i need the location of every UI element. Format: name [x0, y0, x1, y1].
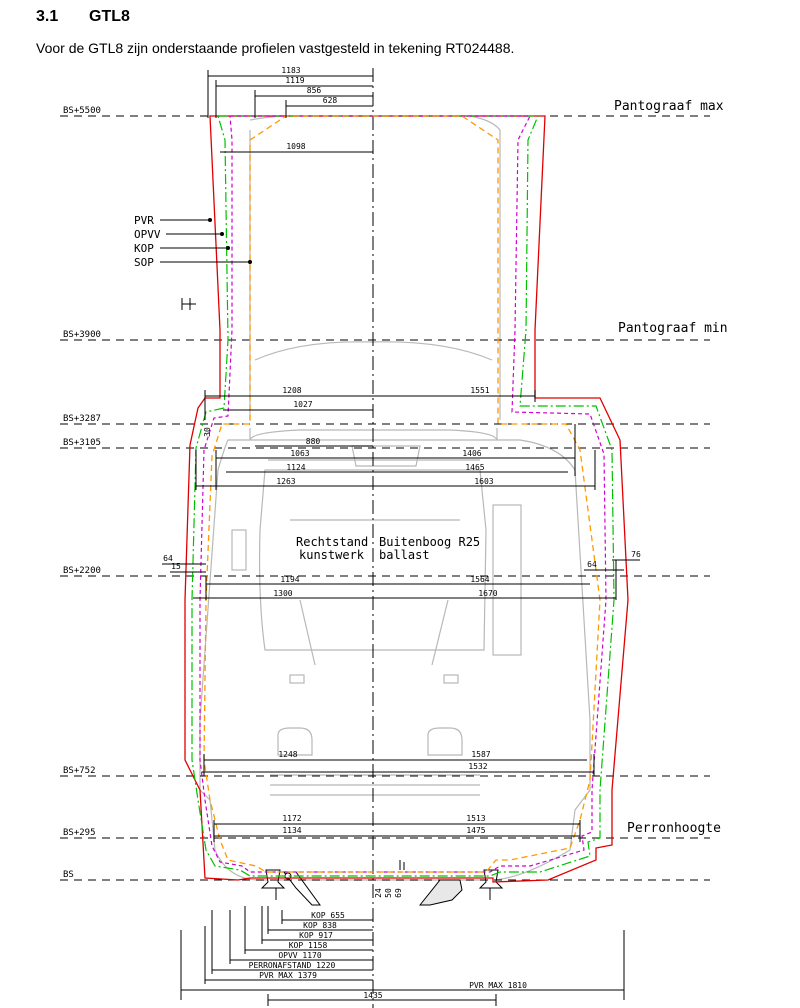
dim-label: KOP 917 [299, 931, 333, 940]
level-names: Pantograaf max Pantograaf min Perronhoog… [614, 99, 728, 836]
annotation: Buitenboog R25 [379, 535, 480, 549]
legend-item: PVR [134, 214, 154, 227]
level-label: BS+5500 [63, 106, 101, 116]
dim-label: 64 [163, 554, 173, 563]
dim-label: PERRONAFSTAND 1220 [249, 961, 336, 970]
dim-label: PVR MAX 1379 [259, 971, 317, 980]
dim-label: OPVV 1170 [278, 951, 322, 960]
dim-label: 1603 [474, 477, 493, 486]
dim-label: 1551 [470, 386, 489, 395]
dim-label: KOP 1158 [289, 941, 328, 950]
top-dimension-lines [207, 70, 373, 153]
legend-item: OPVV [134, 228, 161, 241]
gauge-profile-drawing: BS+5500 BS+3900 BS+3287 BS+3105 BS+2200 … [60, 66, 728, 1008]
level-labels: BS+5500 BS+3900 BS+3287 BS+3105 BS+2200 … [63, 106, 101, 880]
dim-label: 76 [631, 550, 641, 559]
dim-label: 628 [323, 96, 338, 105]
dim-label: 1465 [465, 463, 484, 472]
dimension-lines [162, 298, 640, 842]
dim-label: 1124 [286, 463, 305, 472]
bottom-dimension-lines [180, 906, 625, 1006]
level-label: BS+295 [63, 828, 96, 838]
top-dimensions: 1183 1119 856 628 1098 [281, 66, 337, 151]
dim-label: 1134 [282, 826, 301, 835]
level-label: BS+752 [63, 766, 96, 776]
dim-label: 1098 [286, 142, 305, 151]
dim-label: 1194 [280, 575, 299, 584]
level-name: Perronhoogte [627, 821, 721, 836]
annotation: ballast [379, 548, 430, 562]
legend-item: SOP [134, 256, 154, 269]
section-number: 3.1 [36, 8, 59, 25]
dim-label: KOP 655 [311, 911, 345, 920]
dim-label: 24 [374, 888, 383, 898]
legend-item: KOP [134, 242, 154, 255]
dim-label: 69 [394, 888, 403, 898]
dim-label: 1172 [282, 814, 301, 823]
legend: PVR OPVV KOP SOP [134, 214, 252, 269]
dim-label: 1406 [462, 449, 481, 458]
annotation: kunstwerk [299, 548, 365, 562]
level-label: BS+3287 [63, 414, 101, 424]
dim-label: 1063 [290, 449, 309, 458]
dim-label: 880 [306, 437, 321, 446]
level-label: BS+2200 [63, 566, 101, 576]
dim-label: 1587 [471, 750, 490, 759]
dim-label: 1670 [478, 589, 497, 598]
dim-label: 1183 [281, 66, 300, 75]
level-name: Pantograaf max [614, 99, 724, 114]
dim-label: 1027 [293, 400, 312, 409]
level-label: BS [63, 870, 74, 880]
dim-label: 1532 [468, 762, 487, 771]
dim-label: 1248 [278, 750, 297, 759]
kop-profile [199, 115, 607, 873]
dim-label: 1119 [285, 76, 304, 85]
dim-label: 1435 [363, 991, 382, 1000]
intro-text: Voor de GTL8 zijn onderstaande profielen… [36, 40, 515, 56]
dim-label: 1208 [282, 386, 301, 395]
annotation: Rechtstand [296, 535, 368, 549]
dim-label: 1300 [273, 589, 292, 598]
dim-label: 1475 [466, 826, 485, 835]
opvv-profile [191, 115, 615, 877]
section-title: GTL8 [89, 8, 130, 25]
level-name: Pantograaf min [618, 321, 728, 336]
dim-label: 50 [384, 888, 393, 898]
dim-label: KOP 838 [303, 921, 337, 930]
center-annotations: Rechtstand kunstwerk Buitenboog R25 ball… [296, 535, 480, 562]
dim-label: 15 [171, 562, 181, 571]
dim-label: 64 [587, 560, 597, 569]
dim-label: PVR MAX 1810 [469, 981, 527, 990]
dim-label: 30 [203, 427, 212, 437]
level-label: BS+3900 [63, 330, 101, 340]
dim-label: 1263 [276, 477, 295, 486]
level-label: BS+3105 [63, 438, 101, 448]
section-heading: 3.1 GTL8 [36, 8, 130, 26]
fastening-icon [399, 860, 405, 870]
pvr-profile [184, 115, 629, 883]
dim-label: 1513 [466, 814, 485, 823]
dim-label: 1564 [470, 575, 489, 584]
dim-label: 856 [307, 86, 322, 95]
bottom-dimensions: KOP 655 KOP 838 KOP 917 KOP 1158 OPVV 11… [249, 911, 527, 1000]
rails [260, 869, 504, 906]
train-outline [199, 115, 591, 881]
dimension-labels: 1208 1551 1027 880 1063 1406 1124 1465 1… [163, 386, 641, 898]
